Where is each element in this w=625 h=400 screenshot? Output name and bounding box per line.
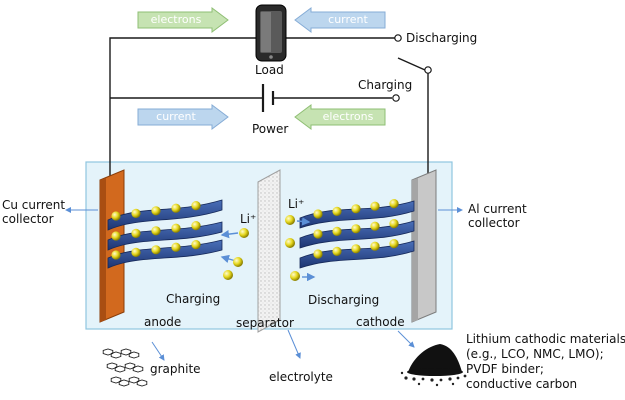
anode-label: anode (144, 315, 182, 329)
li-ion (389, 199, 399, 209)
cu-current-collector-label: Cu current collector (2, 198, 66, 226)
power-label: Power (252, 122, 289, 136)
li-ion (223, 270, 233, 280)
li-ion (111, 231, 121, 241)
charging-cell-label: Charging (166, 292, 221, 306)
li-ion (351, 244, 361, 254)
arrow-electrons-bottom-label: electrons (322, 110, 374, 123)
li-ion (370, 201, 380, 211)
li-ion (171, 223, 181, 233)
cathode-materials-line-4: conductive carbon (466, 377, 578, 391)
li-ion (151, 206, 161, 216)
graphite-hexagon (110, 376, 122, 384)
separator-membrane (257, 169, 281, 333)
cathode-materials-line-3: PVDF binder; (466, 362, 544, 376)
charging-switch-label: Charging (358, 78, 413, 92)
li-ion (290, 271, 300, 281)
cathode-powder-icon (400, 344, 467, 387)
li-ion (285, 238, 295, 248)
li-ion (151, 245, 161, 255)
graphite-hexagon (124, 362, 136, 370)
li-ion (191, 201, 201, 211)
li-ion (332, 246, 342, 256)
arrow-electrons-top-label: electrons (150, 13, 202, 26)
al-current-collector-label: Al current collector (468, 202, 527, 230)
li-ion (313, 209, 323, 219)
li-ion (285, 215, 295, 225)
li-ion (151, 226, 161, 236)
graphite-structure-icon (102, 348, 148, 387)
graphite-hexagon (106, 362, 118, 370)
cathode-materials-line-1: Lithium cathodic materials (466, 332, 625, 346)
li-ion (131, 247, 141, 257)
graphite-hexagon (136, 379, 148, 387)
graphite-hexagon (102, 348, 114, 356)
switch-pivot (424, 66, 432, 74)
switch-terminal-charging (392, 94, 400, 102)
graphite-hexagon (114, 365, 126, 373)
li-ion (313, 229, 323, 239)
li-ion-label-left: Li⁺ (240, 212, 257, 226)
li-ion (332, 206, 342, 216)
li-ion (171, 242, 181, 252)
separator-label: separator (236, 316, 294, 330)
li-ion (171, 203, 181, 213)
arrow-electrons-top-shape (137, 7, 229, 33)
li-ion (313, 249, 323, 259)
li-ion (131, 208, 141, 218)
cathode-materials-line-2: (e.g., LCO, NMC, LMO); (466, 347, 604, 361)
switch-terminal-discharging (394, 34, 402, 42)
graphite-hexagon (118, 379, 130, 387)
graphite-hexagon (120, 348, 132, 356)
graphite-hexagon (128, 351, 140, 359)
graphite-hexagon (110, 351, 122, 359)
power-source-icon (261, 84, 275, 112)
li-ion (111, 250, 121, 260)
electrolyte-label: electrolyte (269, 370, 333, 384)
cathode-label: cathode (356, 315, 405, 329)
li-ion (389, 219, 399, 229)
al-current-collector (411, 169, 437, 323)
arrow-current-top-shape (294, 7, 386, 33)
graphite-hexagon (132, 365, 144, 373)
li-ion (389, 239, 399, 249)
smartphone-load-icon (255, 4, 287, 62)
li-ion (191, 240, 201, 250)
li-ion (351, 204, 361, 214)
circuit-wires (109, 37, 429, 182)
li-ion (239, 228, 249, 238)
li-ion (233, 257, 243, 267)
li-ion (191, 221, 201, 231)
li-ion (111, 211, 121, 221)
li-ion (370, 221, 380, 231)
graphite-hexagon (128, 376, 140, 384)
discharging-cell-label: Discharging (308, 293, 380, 307)
load-label: Load (255, 63, 284, 77)
arrow-current-top-label: current (328, 13, 368, 26)
li-ion (332, 226, 342, 236)
graphite-label: graphite (150, 362, 201, 376)
li-ion (131, 228, 141, 238)
li-ion-label-right: Li⁺ (288, 197, 305, 211)
anode-li-ions (111, 201, 201, 260)
arrow-electrons-bottom-shape (294, 104, 386, 130)
li-ion (370, 241, 380, 251)
li-ion (351, 224, 361, 234)
migrating-li-ions (220, 215, 316, 282)
arrow-current-bottom-shape (137, 104, 229, 130)
discharging-switch-label: Discharging (406, 31, 478, 45)
arrow-current-bottom-label: current (156, 110, 196, 123)
cathode-li-ions (313, 199, 399, 259)
label-pointers (65, 207, 463, 361)
